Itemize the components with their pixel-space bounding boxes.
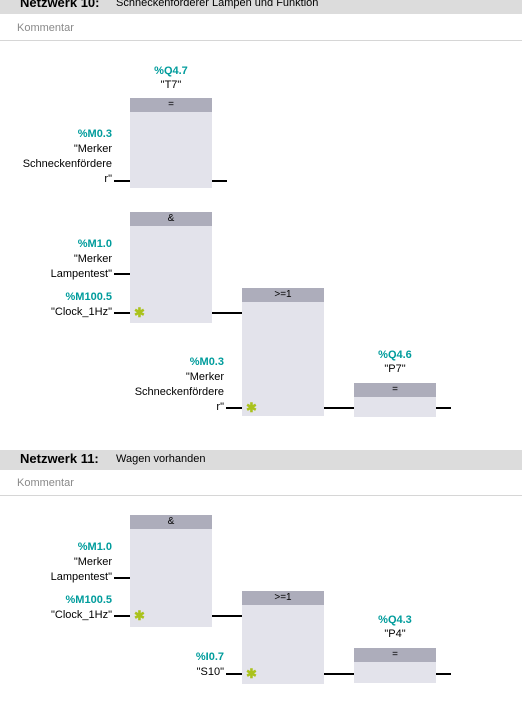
operand-name-line: Lampentest": [50, 268, 112, 280]
operand-name-line: r": [216, 401, 224, 413]
operand-name-line: "Merker: [73, 143, 112, 155]
block-operator: =: [354, 648, 436, 662]
connection-wire: [324, 673, 354, 675]
and-block[interactable]: &: [130, 515, 212, 627]
connection-wire: [324, 407, 354, 409]
operand-address: %I0.7: [195, 651, 224, 663]
block-operator: >=1: [242, 288, 324, 302]
input-wire: [114, 273, 130, 275]
operand-name-line: Schneckenfördere: [134, 386, 224, 398]
block-operator: =: [130, 98, 212, 112]
operand-name: "Clock_1Hz": [51, 306, 112, 318]
network-description[interactable]: Wagen vorhanden: [116, 453, 206, 465]
input-wire: [114, 577, 130, 579]
network-10-comment[interactable]: Kommentar: [0, 18, 522, 41]
assignment-block[interactable]: =: [354, 648, 436, 683]
operand-name-line: "Merker: [185, 371, 224, 383]
operand-name-line: r": [104, 173, 112, 185]
coil-operand-label[interactable]: %Q4.7 "T7": [126, 64, 216, 92]
operand-address: %M1.0: [77, 238, 112, 250]
operand-name: "P4": [384, 628, 406, 640]
input-wire: [114, 180, 130, 182]
operand-address: %Q4.7: [154, 65, 188, 77]
operand-name: "T7": [160, 79, 182, 91]
negation-star-icon[interactable]: ✱: [246, 666, 257, 681]
output-wire: [436, 673, 451, 675]
comment-placeholder: Kommentar: [17, 477, 74, 489]
operand-address: %M100.5: [65, 291, 112, 303]
block-operator: >=1: [242, 591, 324, 605]
network-description[interactable]: Schneckenförderer Lampen und Funktion: [116, 0, 319, 9]
network-title: Netzwerk 11:: [20, 451, 99, 466]
operand-name: "S10": [196, 666, 224, 678]
operand-name: "Clock_1Hz": [51, 609, 112, 621]
operand-address: %M1.0: [77, 541, 112, 553]
input-wire: [226, 673, 242, 675]
network-11-comment[interactable]: Kommentar: [0, 473, 522, 496]
input-wire: [114, 615, 130, 617]
operand-address: %M0.3: [77, 128, 112, 140]
negation-star-icon[interactable]: ✱: [134, 305, 145, 320]
input-operand-label[interactable]: %M0.3 "Merker Schneckenfördere r": [23, 127, 112, 187]
block-operator: &: [130, 515, 212, 529]
output-wire: [212, 180, 227, 182]
or-block[interactable]: >=1: [242, 288, 324, 416]
negation-star-icon[interactable]: ✱: [134, 608, 145, 623]
and-block[interactable]: &: [130, 212, 212, 323]
connection-wire: [212, 312, 242, 314]
coil-operand-label[interactable]: %Q4.6 "P7": [350, 348, 440, 376]
input-operand-label[interactable]: %M0.3 "Merker Schneckenfördere r": [135, 355, 224, 415]
or-block[interactable]: >=1: [242, 591, 324, 684]
network-11-header[interactable]: Netzwerk 11: Wagen vorhanden: [0, 450, 522, 470]
input-operand-label[interactable]: %M100.5 "Clock_1Hz": [51, 290, 112, 320]
block-operator: =: [354, 383, 436, 397]
operand-address: %Q4.3: [378, 614, 412, 626]
operand-name-line: Schneckenfördere: [22, 158, 112, 170]
input-wire: [114, 312, 130, 314]
connection-wire: [212, 615, 242, 617]
block-operator: &: [130, 212, 212, 226]
input-operand-label[interactable]: %M1.0 "Merker Lampentest": [51, 237, 112, 282]
network-10-header[interactable]: Netzwerk 10: Schneckenförderer Lampen un…: [0, 0, 522, 14]
coil-operand-label[interactable]: %Q4.3 "P4": [350, 613, 440, 641]
assignment-block[interactable]: =: [130, 98, 212, 188]
operand-address: %M0.3: [189, 356, 224, 368]
comment-placeholder: Kommentar: [17, 22, 74, 34]
operand-name-line: "Merker: [73, 556, 112, 568]
input-operand-label[interactable]: %I0.7 "S10": [196, 650, 224, 680]
operand-address: %M100.5: [65, 594, 112, 606]
input-wire: [226, 407, 242, 409]
assignment-block[interactable]: =: [354, 383, 436, 417]
operand-address: %Q4.6: [378, 349, 412, 361]
input-operand-label[interactable]: %M100.5 "Clock_1Hz": [51, 593, 112, 623]
output-wire: [436, 407, 451, 409]
input-operand-label[interactable]: %M1.0 "Merker Lampentest": [51, 540, 112, 585]
network-title: Netzwerk 10:: [20, 0, 100, 10]
operand-name-line: "Merker: [73, 253, 112, 265]
operand-name: "P7": [384, 363, 406, 375]
negation-star-icon[interactable]: ✱: [246, 400, 257, 415]
operand-name-line: Lampentest": [50, 571, 112, 583]
